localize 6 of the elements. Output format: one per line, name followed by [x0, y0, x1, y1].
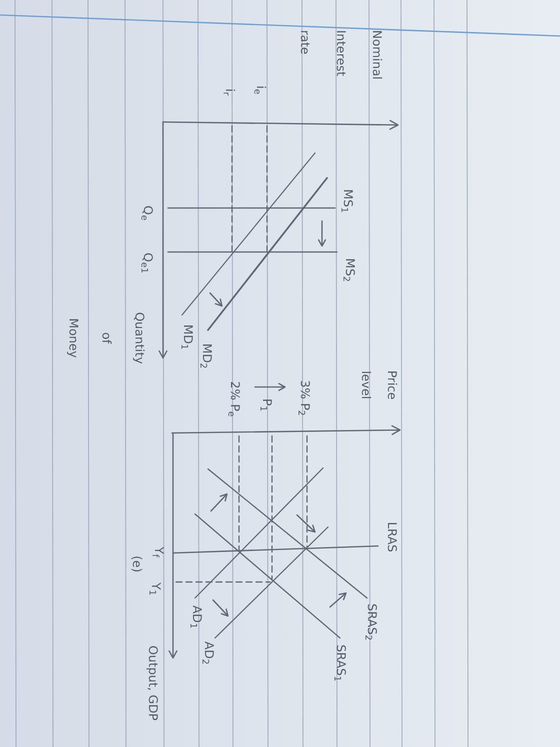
axis-title: Output, GDP [145, 645, 159, 721]
axis-value-label: (e) [129, 556, 143, 572]
axis-title: Price level [358, 369, 400, 402]
axis-title: Quantity of Money [66, 312, 148, 364]
axis-title: Nominal Interest rate [297, 30, 385, 82]
curve-label: LRAS [384, 522, 398, 552]
